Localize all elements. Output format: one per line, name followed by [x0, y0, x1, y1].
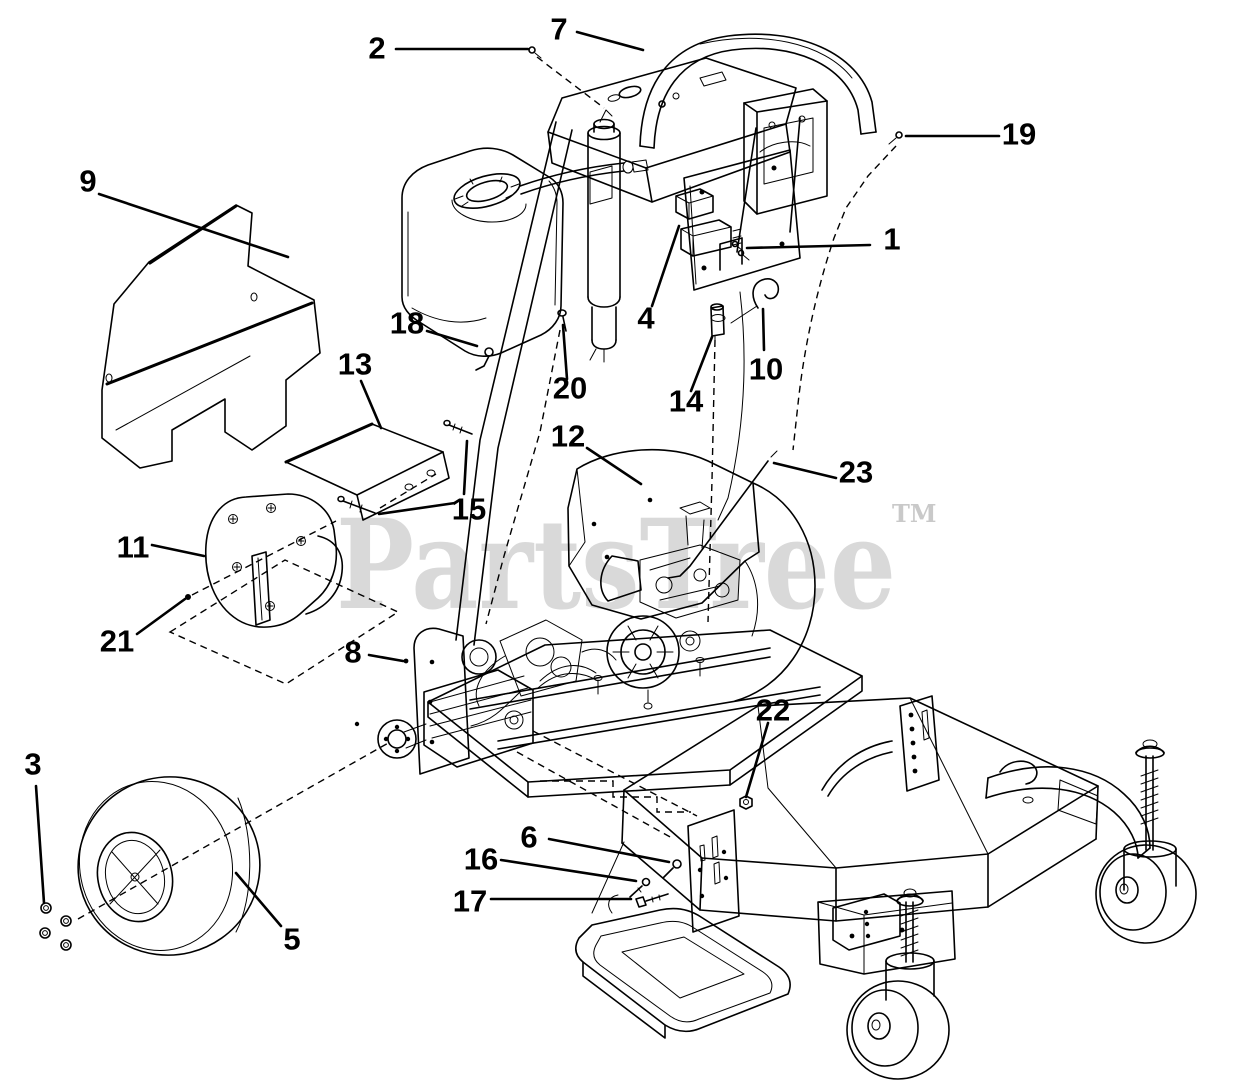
leader-line-18 [425, 329, 479, 348]
battery-box [743, 88, 828, 215]
screw-15b [337, 495, 376, 514]
callout-10: 10 [749, 352, 783, 387]
callout-7: 7 [550, 12, 567, 47]
support-column [587, 118, 621, 363]
callout-13: 13 [338, 347, 372, 382]
axle-hub [377, 719, 427, 759]
bolt-20 [557, 309, 567, 332]
tire-wheel [77, 776, 261, 956]
callout-16: 16 [464, 842, 498, 877]
leader-line-21 [135, 597, 187, 636]
callout-14: 14 [669, 384, 704, 419]
leader-line-11 [150, 543, 206, 558]
fuel-tank [401, 147, 649, 357]
leader-line-22 [744, 721, 770, 799]
callout-3: 3 [24, 747, 41, 782]
leader-line-14 [689, 335, 714, 393]
leader-line-23 [772, 461, 838, 480]
callout-6: 6 [520, 820, 537, 855]
callout-9: 9 [79, 164, 96, 199]
caster-right [1095, 739, 1197, 944]
screws-1 [731, 240, 750, 261]
control-console [547, 57, 797, 203]
watermark-tm: TM [892, 499, 936, 528]
callout-21: 21 [100, 624, 134, 659]
leader-line-12 [585, 446, 643, 486]
bolt-6 [662, 859, 682, 879]
callout-4: 4 [637, 301, 655, 336]
mower-deck [591, 695, 1151, 975]
discharge-chute [575, 894, 791, 1039]
leader-line-13 [359, 379, 383, 430]
fitting-18 [475, 347, 494, 371]
callout-22: 22 [756, 693, 790, 728]
callout-20: 20 [553, 371, 587, 406]
leader-line-15 [377, 501, 457, 516]
screw-19 [888, 131, 903, 145]
frame-tower [455, 121, 745, 646]
callout-23: 23 [839, 455, 873, 490]
leader-line-15 [462, 439, 469, 496]
gearbox-cover [204, 493, 344, 628]
small-parts [185, 46, 903, 908]
leader-line-4 [650, 224, 681, 308]
callout-1: 1 [883, 222, 900, 257]
watermark-text: PartsTree [336, 493, 896, 638]
callout-11: 11 [117, 530, 150, 565]
bolt-16 [629, 877, 651, 898]
heat-shield [101, 204, 321, 469]
callout-5: 5 [283, 922, 300, 957]
leader-line-1 [745, 243, 872, 250]
engine-assembly [427, 448, 863, 798]
lug-nuts [39, 902, 72, 951]
screw-2 [528, 46, 542, 59]
leader-line-5 [234, 871, 283, 928]
leader-line-6 [547, 837, 671, 864]
callout-18: 18 [390, 306, 424, 341]
leader-line-3 [34, 784, 46, 905]
leader-line-16 [499, 858, 638, 883]
screw-15a [443, 419, 473, 435]
screw-21 [185, 594, 191, 600]
leader-line-8 [367, 653, 405, 663]
assembly-axes [77, 56, 897, 920]
connector-14 [710, 303, 726, 345]
leader-line-10 [761, 307, 766, 352]
callout-15: 15 [452, 492, 486, 527]
callout-12: 12 [551, 419, 585, 454]
nut-22 [739, 795, 753, 810]
callout-17: 17 [453, 884, 487, 919]
switch-4 [675, 188, 742, 257]
callout-2: 2 [368, 31, 385, 66]
leader-line-20 [561, 323, 569, 381]
hook-10 [730, 278, 780, 324]
hanger-plate [687, 809, 740, 933]
callout-8: 8 [344, 635, 361, 670]
transaxle [354, 627, 599, 775]
rod-23 [667, 450, 778, 579]
caster-left [846, 888, 950, 1080]
callout-19: 19 [1002, 117, 1036, 152]
engine-pulley [606, 615, 680, 710]
leader-line-7 [575, 30, 645, 52]
leader-line-9 [97, 192, 290, 259]
bolt-17 [635, 893, 669, 908]
